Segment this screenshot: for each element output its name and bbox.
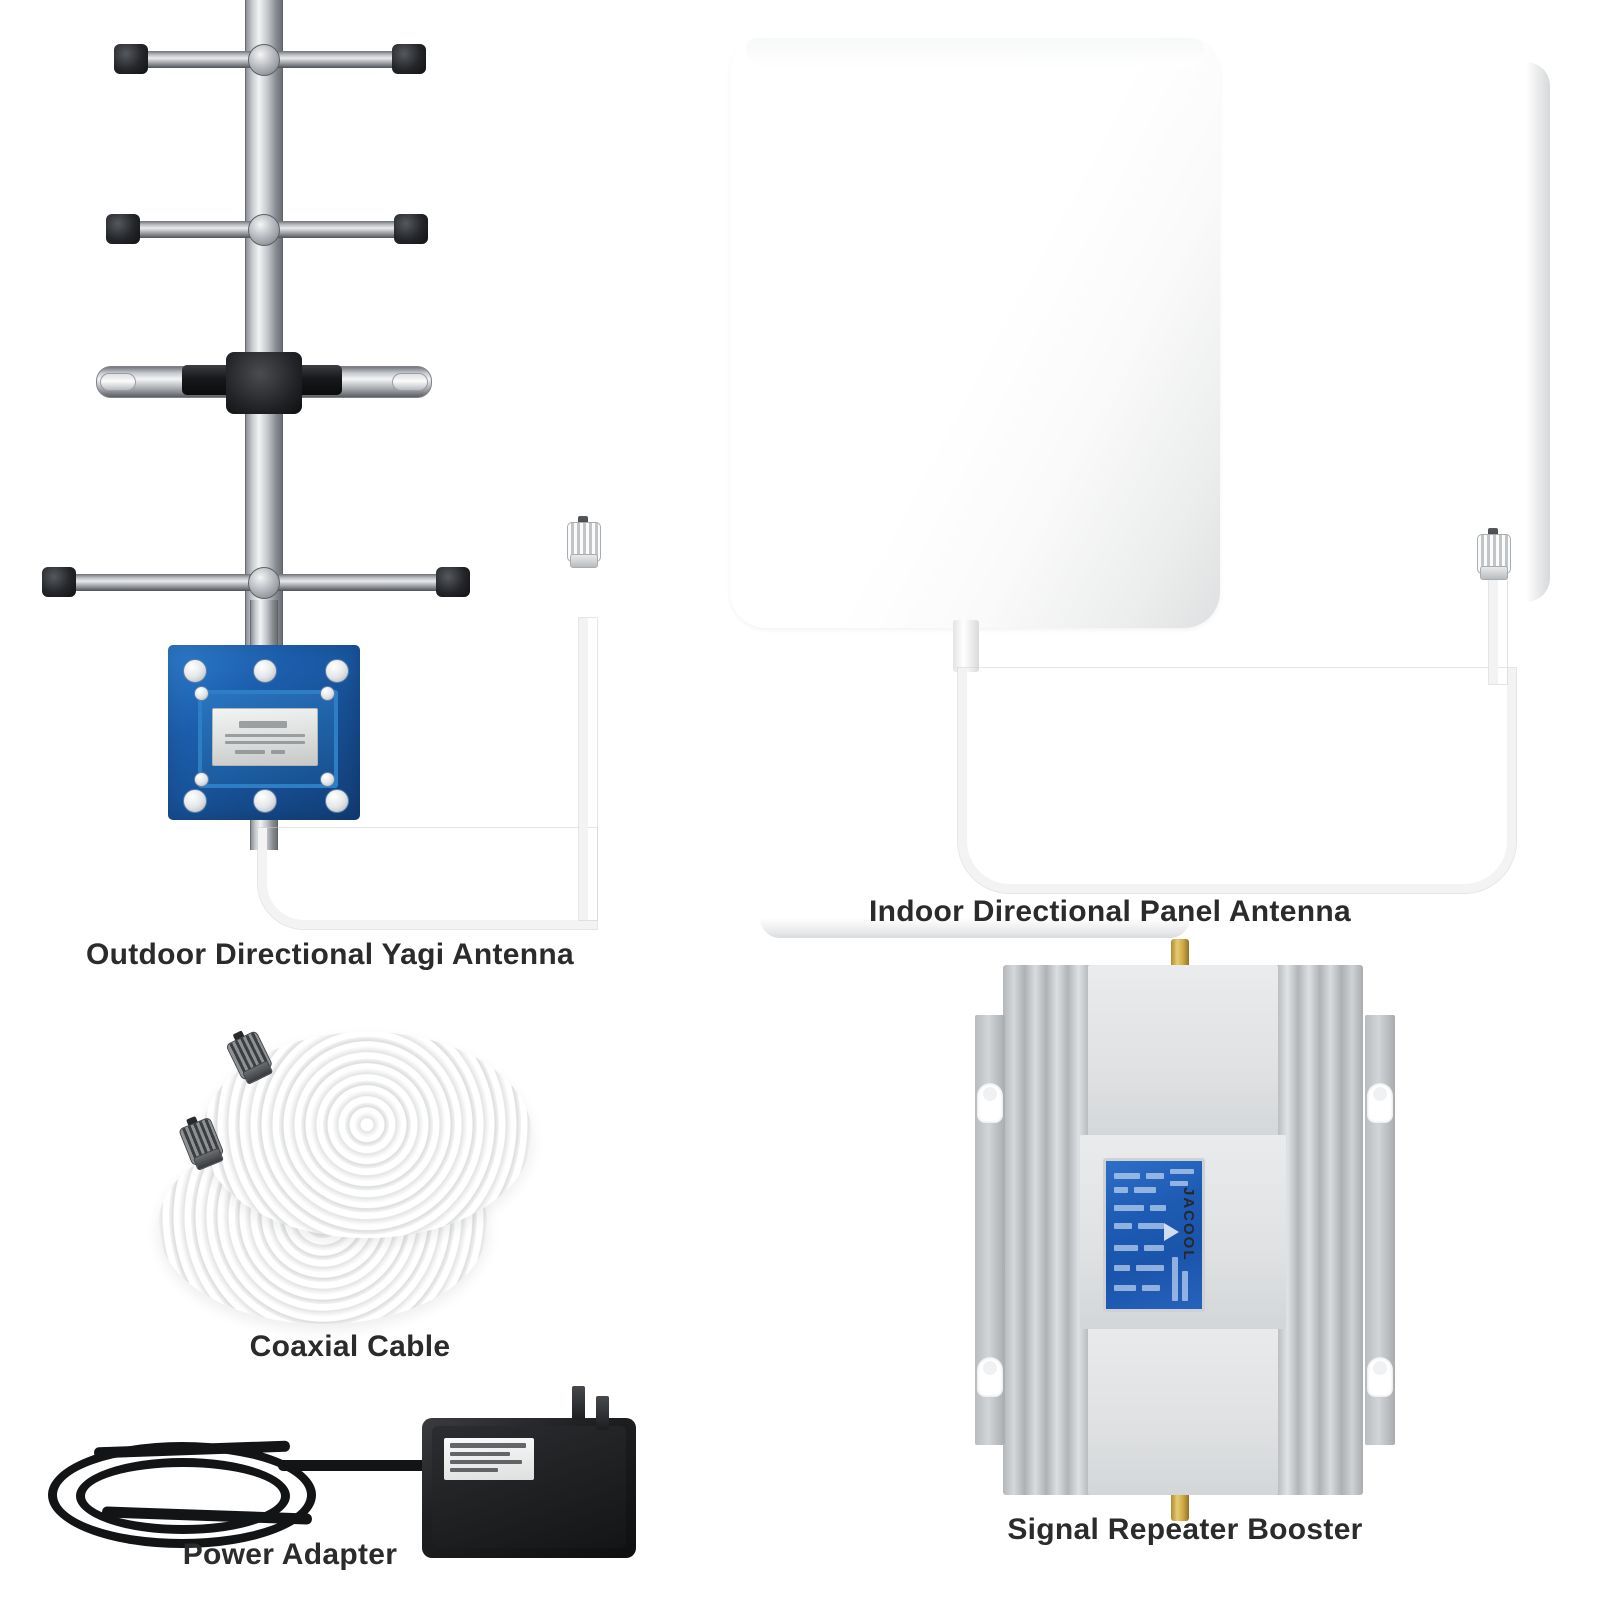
yagi-endcap-d1-left [114,44,148,74]
yagi-coax-cable [258,828,597,929]
connector-skirt [570,554,598,568]
indoor-panel-antenna: Indoor Directional Panel Antenna [700,20,1580,940]
yagi-junction-screw-inner-tr [320,686,335,701]
yagi-boom [245,0,283,660]
power-adapter: Power Adapter [40,1370,640,1571]
yagi-junction-box-label [212,708,318,766]
booster-mount-hole-bl [977,1357,1003,1397]
yagi-junction-screw-tl [183,659,207,683]
panel-caption: Indoor Directional Panel Antenna [869,895,1351,928]
yagi-junction-screw-inner-br [320,772,335,787]
yagi-junction-screw-tc [253,659,277,683]
panel-antenna-top-bevel [746,38,1204,68]
panel-antenna-bottom-edge [760,918,1190,938]
coaxial-cable: Coaxial Cable [150,1010,550,1363]
yagi-junction-screw-bc [253,789,277,813]
lcd-arrow-icon [1164,1223,1179,1241]
yagi-endcap-d2-right [394,214,428,244]
yagi-junction-screw-br [325,789,349,813]
booster-caption: Signal Repeater Booster [1007,1513,1363,1546]
panel-cable-connector [1473,526,1513,580]
yagi-dipole-clamp [226,352,302,414]
yagi-dipole-eye-left [100,373,136,391]
yagi-junction-screw-tr [325,659,349,683]
adapter-caption: Power Adapter [182,1538,398,1571]
signal-repeater-booster: JACOOL Signal Repeater Booster [975,939,1395,1546]
booster-lcd-display [1103,1158,1205,1312]
adapter-spec-label [444,1438,534,1480]
yagi-hub-d1 [248,44,280,76]
yagi-caption: Outdoor Directional Yagi Antenna [86,938,574,971]
yagi-endcap-d2-left [106,214,140,244]
panel-coax-cable [958,668,1516,893]
panel-antenna-right-edge [1526,62,1550,602]
booster-brand-label: JACOOL [1180,1187,1197,1262]
outdoor-yagi-antenna: Outdoor Directional Yagi Antenna [0,0,660,971]
adapter-prong-right [596,1396,609,1430]
panel-antenna-body [730,36,1220,628]
yagi-junction-screw-inner-bl [194,772,209,787]
yagi-hub-reflector [248,567,280,599]
booster-front-plate-upper [1088,965,1278,1143]
booster-sma-connector-bottom [1171,1487,1189,1521]
adapter-cord-loop-inner [76,1458,290,1534]
booster-front-plate-lower [1088,1317,1278,1495]
booster-mount-hole-tl [977,1083,1003,1123]
booster-mount-hole-tr [1367,1083,1393,1123]
connector-skirt [1480,566,1508,580]
yagi-endcap-d1-right [392,44,426,74]
adapter-prong-left [572,1386,585,1420]
yagi-junction-screw-inner-tl [194,686,209,701]
yagi-coax-cable-riser [579,618,597,920]
yagi-dipole-eye-right [392,373,428,391]
yagi-endcap-ref-right [436,567,470,597]
booster-sma-connector-top [1171,939,1189,973]
yagi-hub-d2 [248,214,280,246]
booster-mount-hole-br [1367,1357,1393,1397]
panel-coax-cable-riser [1489,576,1507,684]
adapter-cord-lead [278,1460,430,1471]
yagi-cable-connector [563,514,603,568]
yagi-junction-screw-bl [183,789,207,813]
yagi-endcap-ref-left [42,567,76,597]
coax-caption: Coaxial Cable [249,1330,451,1363]
panel-antenna-cable-stub [953,620,979,672]
